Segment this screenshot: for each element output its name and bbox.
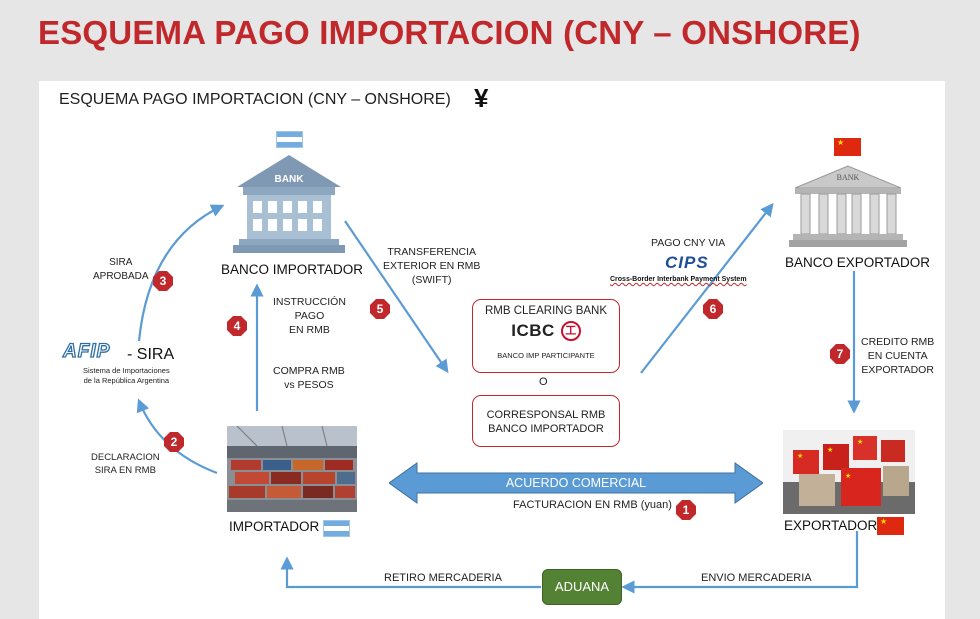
- icbc-logo-row: ICBC 工: [473, 320, 619, 342]
- svg-text:★: ★: [857, 438, 863, 446]
- svg-text:★: ★: [845, 472, 851, 480]
- arrow-step3: [137, 204, 225, 342]
- cips-caption: Cross-Border Interbank Payment System: [610, 276, 747, 283]
- step-badge-6: 6: [702, 298, 724, 320]
- bank-sign-china: BANK: [836, 173, 860, 182]
- slide-title: ESQUEMA PAGO IMPORTACION (CNY – ONSHORE): [59, 91, 451, 108]
- arrow-envio: [621, 531, 859, 594]
- banco-exportador-label: BANCO EXPORTADOR: [785, 255, 931, 270]
- banco-imp-participante: BANCO IMP PARTICIPANTE: [497, 351, 595, 360]
- step-badge-1: 1: [675, 499, 697, 521]
- facturacion-label: FACTURACION EN RMB (yuan): [513, 499, 672, 511]
- corresponsal-box: CORRESPONSAL RMB BANCO IMPORTADOR: [472, 395, 620, 447]
- yen-symbol: ¥: [474, 83, 489, 113]
- clearing-bank-title: RMB CLEARING BANK: [484, 305, 608, 317]
- step-badge-5: 5: [369, 298, 391, 320]
- step-badge-2: 2: [163, 431, 185, 453]
- exportador-label: EXPORTADOR: [784, 518, 878, 533]
- importador-port-image: [227, 426, 357, 512]
- svg-text:★: ★: [827, 446, 833, 454]
- icbc-logo: ICBC: [511, 321, 555, 340]
- acuerdo-double-arrow: [389, 462, 763, 504]
- page-title: ESQUEMA PAGO IMPORTACION (CNY – ONSHORE): [38, 14, 861, 51]
- step-badge-3: 3: [152, 270, 174, 292]
- arrow-step6: [640, 202, 774, 374]
- importador-label: IMPORTADOR: [229, 519, 320, 534]
- afip-logo: AFIP: [62, 340, 111, 362]
- step-badge-7: 7: [829, 343, 851, 365]
- aduana-box: ADUANA: [542, 569, 622, 605]
- arrow-step5: [344, 220, 449, 374]
- china-flag-exportador-icon: ★: [877, 517, 904, 535]
- svg-text:★: ★: [797, 452, 803, 460]
- china-flag-icon: ★: [834, 138, 861, 156]
- pago-cny-label: PAGO CNY VIA: [651, 237, 726, 249]
- clearing-bank-box: RMB CLEARING BANK ICBC 工 BANCO IMP PARTI…: [472, 299, 620, 373]
- bank-sign: BANK: [274, 174, 304, 185]
- icbc-emblem-icon: 工: [560, 321, 581, 341]
- bank-exportador-icon: [789, 165, 907, 247]
- flow-arrows: [136, 202, 861, 594]
- retiro-label: RETIRO MERCADERIA: [384, 572, 502, 584]
- banco-importador-label: BANCO IMPORTADOR: [221, 262, 364, 277]
- argentina-flag-icon: [276, 131, 303, 148]
- sira-label: - SIRA: [127, 346, 175, 363]
- envio-label: ENVIO MERCADERIA: [701, 572, 812, 584]
- arrow-retiro: [280, 556, 541, 589]
- argentina-flag-importador-icon: [323, 520, 350, 537]
- o-separator: O: [539, 376, 548, 388]
- cips-logo: CIPS: [665, 253, 709, 272]
- diagram-slide: ESQUEMA PAGO IMPORTACION (CNY – ONSHORE)…: [39, 81, 945, 619]
- bank-importador-icon: [233, 155, 345, 253]
- acuerdo-label: ACUERDO COMERCIAL: [505, 476, 647, 490]
- step-badge-4: 4: [226, 315, 248, 337]
- exportador-boxes-image: ★ ★ ★ ★: [783, 430, 915, 514]
